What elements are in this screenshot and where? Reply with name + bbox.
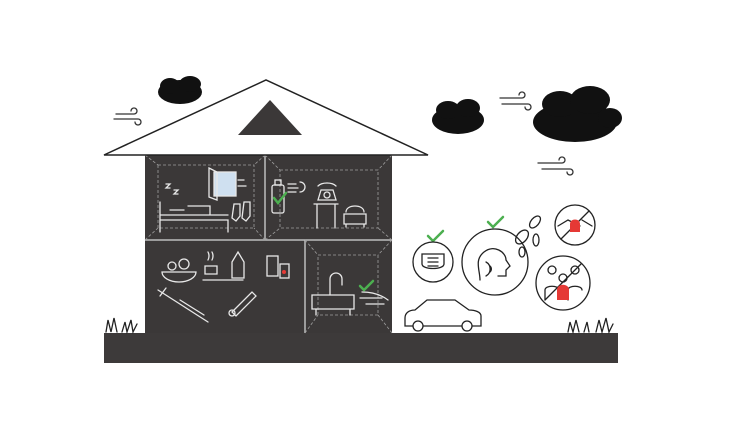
faucet-icon <box>329 272 343 296</box>
bathtub-icon <box>311 294 355 316</box>
roof <box>103 79 429 156</box>
cloud-icon <box>432 99 484 134</box>
telephone-icon <box>317 182 337 201</box>
wind-icon <box>537 156 574 176</box>
face-mask-icon <box>412 241 454 283</box>
pills-icon <box>266 255 290 279</box>
check-icon <box>358 279 375 292</box>
bed-icon <box>159 201 229 233</box>
check-icon <box>426 229 445 243</box>
cloud-icon <box>533 86 622 142</box>
socks-icon <box>231 201 251 222</box>
grass-icon <box>567 317 614 335</box>
check-icon <box>486 215 505 229</box>
no-handshake-icon <box>554 204 596 246</box>
wind-icon <box>113 107 142 126</box>
cloud-icon <box>158 76 202 104</box>
armchair-icon <box>343 205 367 228</box>
side-table-icon <box>313 203 339 229</box>
sleep-z-icon <box>164 183 180 195</box>
ground <box>104 333 618 363</box>
spray-can-icon <box>271 179 285 214</box>
wind-icon <box>499 91 532 111</box>
car-icon <box>404 299 482 332</box>
grass-icon <box>105 317 138 335</box>
air-puff-icon <box>287 181 306 193</box>
no-crowd-icon <box>535 255 591 311</box>
salad-bowl-icon <box>161 258 197 283</box>
germs-icon <box>514 215 542 258</box>
house <box>144 154 393 334</box>
hand-washing-icon <box>359 291 389 305</box>
syringe-icon <box>157 287 209 323</box>
tea-set-icon <box>202 250 245 281</box>
thermometer-icon <box>228 291 257 317</box>
check-icon <box>272 191 288 206</box>
open-window-icon <box>208 166 247 201</box>
coughing-person-icon <box>461 228 529 296</box>
